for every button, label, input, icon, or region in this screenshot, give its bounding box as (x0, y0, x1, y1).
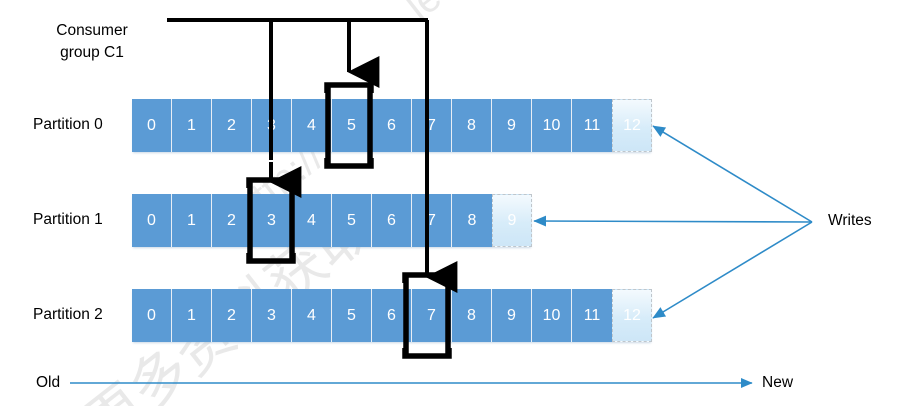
consumer-group-label-line1: Consumer (56, 22, 128, 39)
partition-2-offset-cell: 0 (132, 289, 172, 342)
consumer-group-label: Consumer group C1 (42, 20, 142, 65)
partition-1-offset-cell: 0 (132, 194, 172, 247)
partition-0-offset-cell: 11 (572, 99, 612, 152)
partition-0-offset-cell: 2 (212, 99, 252, 152)
partition-1-offset-cell: 8 (452, 194, 492, 247)
partition-label-1: Partition 1 (33, 211, 103, 228)
partition-0-offset-cell: 10 (532, 99, 572, 152)
write-arrow-to-partition-0 (652, 125, 813, 223)
partition-1-pending-cell: 9 (492, 194, 532, 247)
partition-2-offset-cell: 6 (372, 289, 412, 342)
partition-label-2: Partition 2 (33, 306, 103, 323)
partition-1-offset-cell: 5 (332, 194, 372, 247)
partition-2-pending-cell: 12 (612, 289, 652, 342)
write-arrow-to-partition-2 (652, 221, 813, 319)
partition-0-offset-cell: 1 (172, 99, 212, 152)
partition-0-pending-cell: 12 (612, 99, 652, 152)
writes-label: Writes (828, 212, 872, 229)
partition-2-offset-cell: 11 (572, 289, 612, 342)
partition-2-offset-cell: 2 (212, 289, 252, 342)
partition-0-offset-cell: 9 (492, 99, 532, 152)
partition-1-offset-cell: 6 (372, 194, 412, 247)
partition-0-offset-cell: 7 (412, 99, 452, 152)
watermark-text-learning: learning (398, 0, 538, 29)
partition-2-offset-cell: 4 (292, 289, 332, 342)
partition-label-0: Partition 0 (33, 116, 103, 133)
partition-0-offset-cell: 3 (252, 99, 292, 152)
partition-0-offset-cell: 4 (292, 99, 332, 152)
partition-2-offset-cell: 1 (172, 289, 212, 342)
partition-2-offset-cell: 8 (452, 289, 492, 342)
partition-1-offset-cell: 3 (252, 194, 292, 247)
write-arrow-to-partition-1 (533, 215, 813, 227)
partition-0-offset-cell: 6 (372, 99, 412, 152)
partition-2-offset-cell: 7 (412, 289, 452, 342)
axis-label-old: Old (36, 374, 61, 391)
partition-0-offset-cell: 5 (332, 99, 372, 152)
partition-1-offset-cell: 7 (412, 194, 452, 247)
consumer-group-label-line2: group C1 (60, 44, 124, 62)
partition-2-offset-cell: 9 (492, 289, 532, 342)
partition-1-offset-cell: 4 (292, 194, 332, 247)
partition-2-offset-cell: 5 (332, 289, 372, 342)
partition-2-offset-cell: 10 (532, 289, 572, 342)
partition-0-offset-cell: 8 (452, 99, 492, 152)
partition-2-offset-cell: 3 (252, 289, 292, 342)
axis-label-new: New (762, 374, 794, 391)
partition-1-offset-cell: 2 (212, 194, 252, 247)
partition-0-offset-cell: 0 (132, 99, 172, 152)
partition-1-offset-cell: 1 (172, 194, 212, 247)
